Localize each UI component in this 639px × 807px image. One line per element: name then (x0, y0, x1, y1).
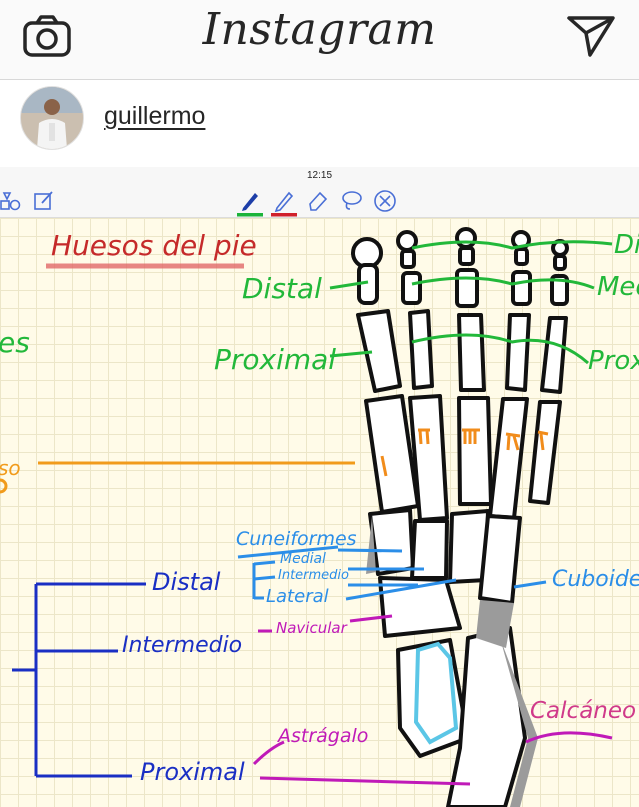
send-icon[interactable] (566, 14, 616, 58)
cut-text-left-1: es (0, 326, 30, 359)
pencil-icon[interactable] (270, 189, 298, 217)
label-astragalo: Astrágalo (278, 725, 369, 747)
camera-icon[interactable] (22, 14, 72, 58)
roman-1: I (381, 458, 384, 471)
label-medial: Medial (280, 551, 326, 567)
label-cuneiformes: Cuneiformes (236, 528, 357, 550)
app-logo: Instagram (202, 4, 437, 55)
shapes-icon[interactable] (0, 189, 22, 213)
label-calcaneo: Calcáneo (530, 698, 637, 724)
cut-text-left-2: so (0, 456, 21, 480)
instagram-header: Instagram (0, 0, 639, 80)
label-tarsal-intermedio: Intermedio (122, 633, 243, 658)
label-cuboides: Cuboides (552, 567, 639, 592)
roman-4: IV (507, 436, 518, 449)
label-right-proximal: Proxi (588, 346, 639, 376)
label-phalanx-distal: Distal (242, 272, 322, 305)
notes-toolbar (0, 185, 639, 218)
label-right-distal: Di (614, 230, 639, 260)
avatar[interactable] (20, 86, 84, 150)
post-image[interactable]: 12:15 (0, 167, 639, 807)
edit-icon[interactable] (33, 189, 55, 213)
post-header: guillermo (0, 80, 639, 167)
device-clock: 12:15 (0, 167, 639, 185)
label-intermedio-small: Intermedio (278, 568, 349, 583)
lasso-icon[interactable] (340, 189, 364, 213)
label-tarsal-proximal: Proximal (140, 758, 245, 786)
label-navicular: Navicular (276, 619, 347, 637)
username-link[interactable]: guillermo (104, 102, 206, 130)
notes-title: Huesos del pie (51, 229, 257, 262)
label-tarsal-distal: Distal (152, 568, 221, 596)
notes-canvas[interactable]: Huesos del pie es so Distal Proximal Di … (0, 218, 639, 807)
pen-icon[interactable] (236, 189, 264, 217)
roman-5: V (538, 434, 546, 447)
label-phalanx-proximal: Proximal (214, 343, 337, 376)
label-lateral: Lateral (266, 586, 329, 607)
foot-skeleton-drawing (0, 227, 613, 807)
close-icon[interactable] (373, 189, 397, 213)
eraser-icon[interactable] (306, 189, 330, 213)
roman-3: III (462, 432, 472, 445)
roman-2: II (418, 432, 425, 445)
label-right-medial: Medi (597, 272, 639, 302)
